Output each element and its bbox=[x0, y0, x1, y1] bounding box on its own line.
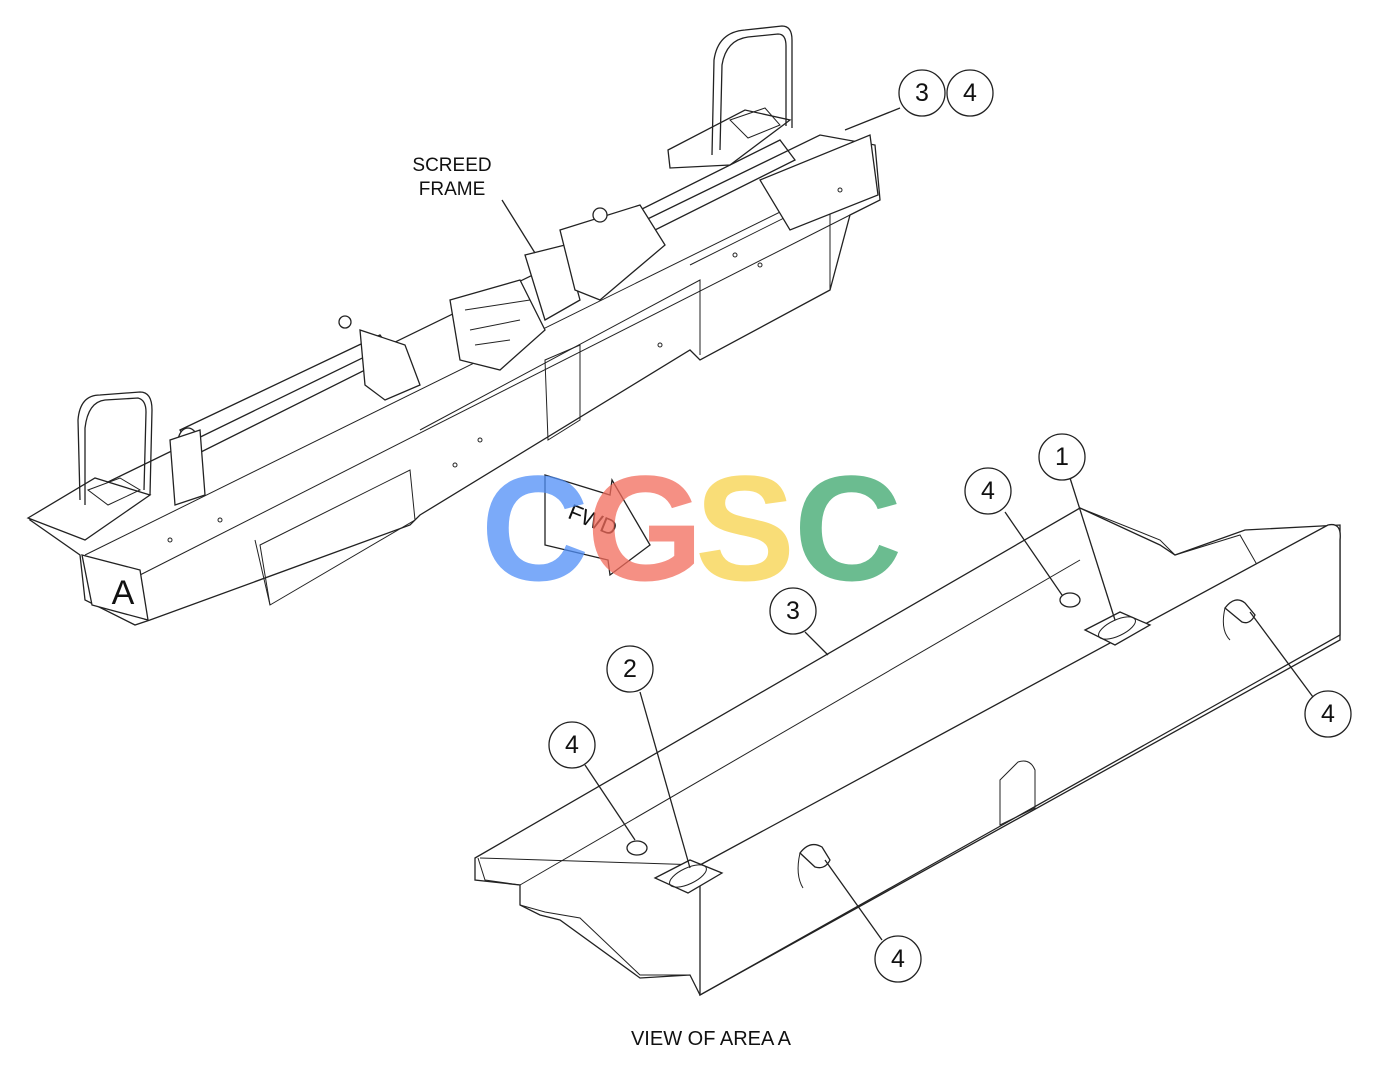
callout-circle-3 bbox=[769, 587, 817, 635]
callout-leader-4-top-left bbox=[1004, 511, 1063, 596]
callout-leader-top bbox=[844, 107, 901, 131]
callout-leader-4-upper-right bbox=[1249, 611, 1314, 698]
callout-3: 3 bbox=[786, 597, 800, 625]
callout-2: 2 bbox=[623, 655, 637, 683]
screed-assembly-drawing bbox=[26, 25, 881, 626]
watermark-letter-2: G bbox=[587, 444, 704, 612]
callout-circle-4-top-left bbox=[964, 467, 1012, 515]
callout-leader-3 bbox=[804, 631, 829, 656]
callout-circle-4-upper-right bbox=[1304, 690, 1352, 738]
callout-1: 1 bbox=[1055, 443, 1069, 471]
callout-circle-4-mid-left bbox=[548, 721, 596, 769]
callout-4-upper-right: 4 bbox=[1321, 700, 1335, 728]
callout-circle-2 bbox=[606, 645, 654, 693]
callout-leader-2 bbox=[639, 691, 691, 869]
callout-top-3: 3 bbox=[915, 79, 929, 107]
callout-top-4: 4 bbox=[963, 79, 977, 107]
callout-circle-top-3 bbox=[898, 69, 946, 117]
screed-frame-label-line2: FRAME bbox=[419, 179, 486, 200]
fwd-arrow: FWD bbox=[544, 474, 651, 577]
callout-4-bottom: 4 bbox=[891, 945, 905, 973]
area-marker: A bbox=[112, 574, 135, 612]
callout-4-top-left: 4 bbox=[981, 477, 995, 505]
callout-4-mid-left: 4 bbox=[565, 731, 579, 759]
callout-leader-4-bottom bbox=[824, 859, 883, 941]
callout-leader-1 bbox=[1069, 477, 1116, 621]
callout-circle-1 bbox=[1038, 433, 1086, 481]
plate-detail-drawing bbox=[474, 507, 1341, 997]
callout-circle-4-bottom bbox=[874, 935, 922, 983]
watermark-letter-3: S bbox=[695, 444, 795, 612]
watermark-letter-1: C bbox=[481, 444, 589, 612]
watermark: C G S C bbox=[481, 444, 902, 612]
screed-frame-label-line1: SCREED bbox=[412, 155, 491, 176]
view-caption: VIEW OF AREA A bbox=[631, 1028, 792, 1050]
callout-circle-top-4 bbox=[946, 69, 994, 117]
watermark-letter-4: C bbox=[794, 444, 902, 612]
screed-frame-leader bbox=[501, 199, 536, 254]
callout-leader-4-mid-left bbox=[584, 764, 636, 841]
